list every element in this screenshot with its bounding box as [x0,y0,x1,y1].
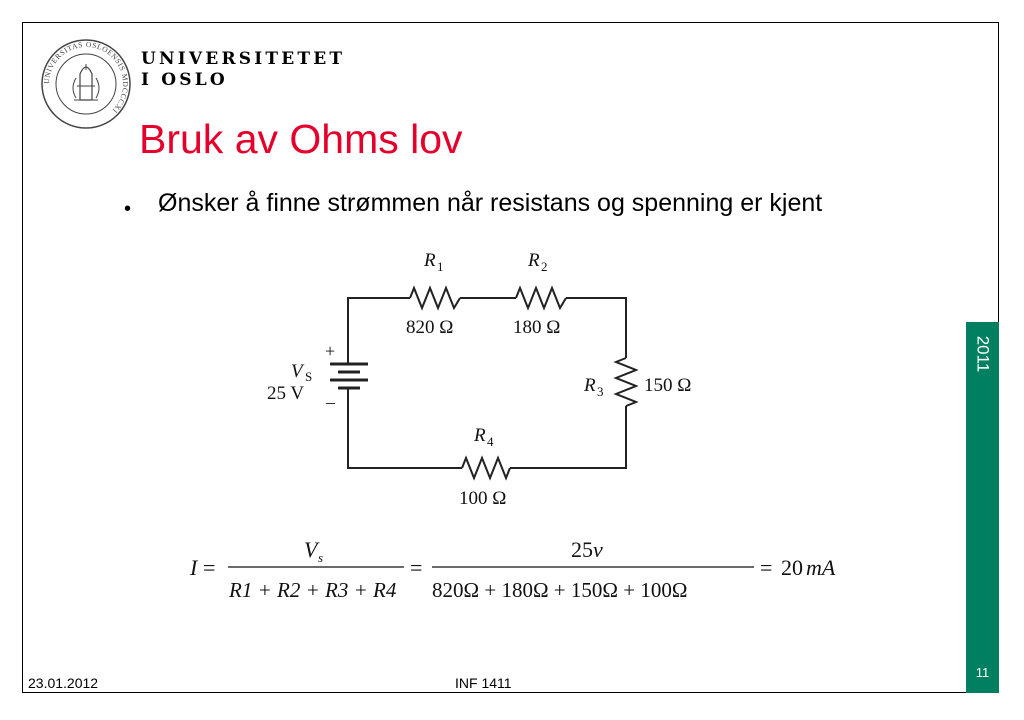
ohms-law-formula: I = V s R1 + R2 + R3 + R4 = 25 v 820Ω + … [189,537,836,602]
formula-equals-2: = [410,555,422,580]
r1-subscript: 1 [437,259,444,274]
r4-value: 100 Ω [459,488,506,509]
resistor-r2 [515,285,567,311]
svg-text:UNIVERSITAS OSLOENSIS MDCCCXI: UNIVERSITAS OSLOENSIS MDCCCXI [42,40,130,115]
sidebar-year: 2011 [966,322,999,386]
formula-lhs: I [189,555,199,580]
formula-result-value: 20 [781,555,803,580]
r2-subscript: 2 [541,259,548,274]
formula-equals-3: = [760,555,772,580]
formula-den2: 820Ω + 180Ω + 150Ω + 100Ω [432,578,687,602]
formula-num1: V [304,537,320,562]
bullet-icon: • [124,198,132,220]
formula-num2-unit: v [593,537,603,562]
r1-value: 820 Ω [406,317,453,338]
minus-sign: – [325,392,336,412]
resistor-r1 [409,285,461,311]
bullet-text: Ønsker å finne strømmen når resistans og… [158,189,823,217]
sidebar-accent-bar [966,322,999,693]
formula-equals-1: = [203,555,215,580]
sidebar-year-text: 2011 [973,335,993,373]
university-seal-logo: UNIVERSITAS OSLOENSIS MDCCCXI [41,39,131,129]
university-name: UNIVERSITETET I OSLO [141,49,345,91]
r4-subscript: 4 [487,434,494,449]
university-name-line2: I OSLO [141,70,228,90]
r2-label: R [527,250,540,271]
r3-value: 150 Ω [644,375,691,396]
slide-title: Bruk av Ohms lov [139,116,463,162]
circuit-diagram: + – V S 25 V R 1 820 Ω R 2 180 Ω R 3 150… [267,250,691,509]
r4-label: R [473,425,486,446]
plus-sign: + [325,341,335,361]
footer-course: INF 1411 [455,675,512,691]
source-subscript: S [305,369,312,384]
source-value: 25 V [267,383,304,404]
page-number: 11 [975,665,990,680]
battery-symbol [330,353,368,396]
r1-label: R [423,250,436,271]
footer-date: 23.01.2012 [28,675,99,691]
formula-den1: R1 + R2 + R3 + R4 [228,578,397,602]
source-label: V [291,361,305,382]
r2-value: 180 Ω [513,317,560,338]
resistor-r3 [613,357,639,407]
formula-num2-value: 25 [571,537,593,562]
university-name-line1: UNIVERSITETET [141,49,346,69]
r3-subscript: 3 [597,384,604,399]
formula-num1-sub: s [318,550,323,565]
resistor-r4 [461,455,511,481]
r3-label: R [583,375,596,396]
wire-top [347,297,410,353]
formula-result-unit: mA [806,555,836,580]
